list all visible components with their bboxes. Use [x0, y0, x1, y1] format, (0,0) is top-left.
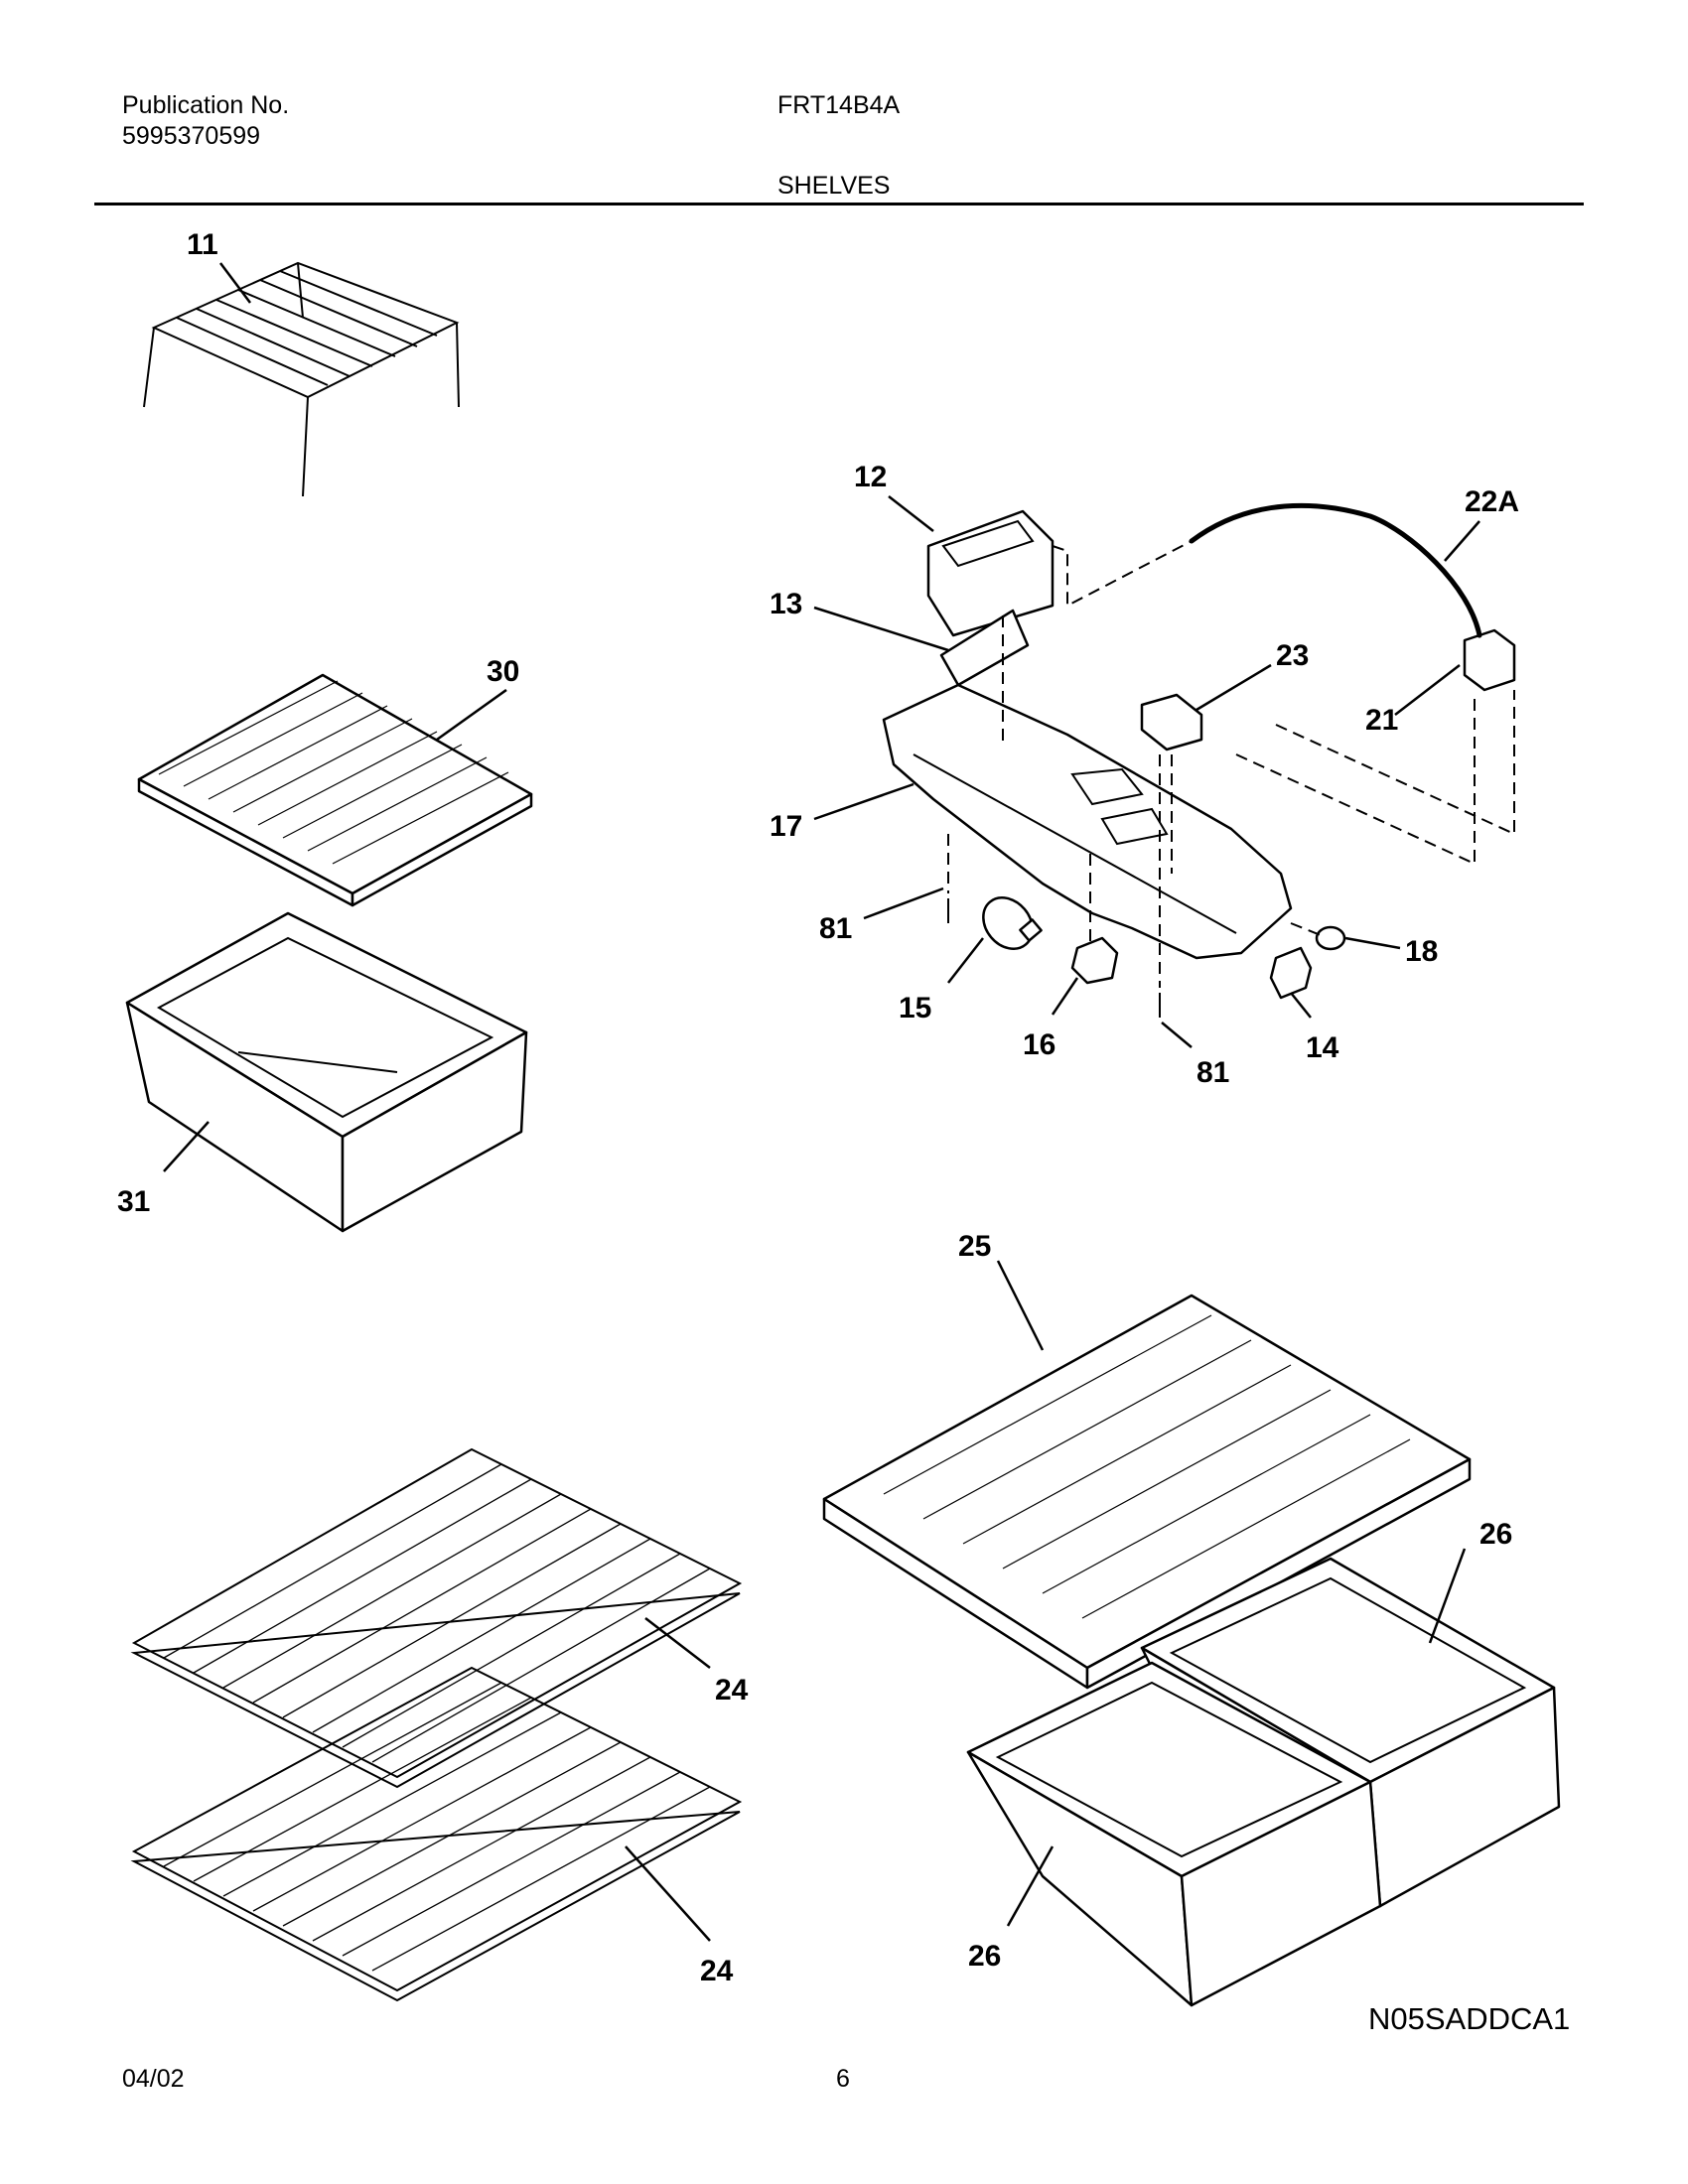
callout-15: 15 [899, 992, 931, 1024]
callout-13: 13 [770, 588, 802, 620]
part-15-bulb [982, 896, 1034, 950]
part-23-switch [1140, 693, 1203, 751]
callout-30: 30 [487, 655, 519, 688]
footer-page-number: 6 [836, 2065, 850, 2093]
part-21-thermostat [1463, 628, 1516, 692]
callout-21: 21 [1365, 704, 1398, 737]
part-31-crisper-drawer [125, 911, 528, 1233]
part-13-diffuser [939, 609, 1030, 687]
callout-25: 25 [958, 1230, 991, 1263]
part-11-wire-rack [143, 261, 460, 497]
publication-number: 5995370599 [122, 122, 261, 150]
callout-17: 17 [770, 810, 802, 843]
callout-24-upper: 24 [715, 1674, 749, 1706]
callout-81-left: 81 [819, 912, 852, 945]
leader-lines [163, 262, 1480, 1942]
callout-12: 12 [854, 461, 887, 493]
callout-22a: 22A [1465, 485, 1519, 518]
publication-label: Publication No. [122, 91, 290, 119]
callout-16: 16 [1023, 1028, 1055, 1061]
light-assembly [882, 502, 1516, 1018]
callout-26-right: 26 [1479, 1518, 1512, 1551]
part-24-wire-shelf-upper [130, 1447, 743, 1789]
part-22a-wire [1189, 502, 1482, 638]
callout-26-left: 26 [968, 1940, 1001, 1973]
callout-81-right: 81 [1196, 1056, 1229, 1089]
header-rule [94, 203, 1584, 205]
callout-18: 18 [1405, 935, 1438, 968]
part-12-light-shield [926, 509, 1055, 637]
part-30-crisper-cover [137, 673, 533, 907]
diagram-code: N05SADDCA1 [1368, 2001, 1571, 2036]
callout-23: 23 [1276, 639, 1309, 672]
part-26-crisper-drawer-left [966, 1661, 1382, 2007]
section-title: SHELVES [777, 172, 891, 200]
part-16-socket [1070, 936, 1119, 985]
callout-31: 31 [117, 1185, 150, 1218]
model-number: FRT14B4A [777, 91, 901, 119]
part-18-plug [1315, 925, 1346, 951]
part-17-light-housing [882, 683, 1293, 960]
callout-14: 14 [1306, 1031, 1339, 1064]
callout-11: 11 [187, 228, 218, 261]
callout-24-lower: 24 [700, 1955, 734, 1987]
footer-date: 04/02 [122, 2065, 185, 2093]
part-24-wire-shelf-lower [130, 1666, 743, 2002]
part-14-rocker-switch [1269, 946, 1313, 1000]
